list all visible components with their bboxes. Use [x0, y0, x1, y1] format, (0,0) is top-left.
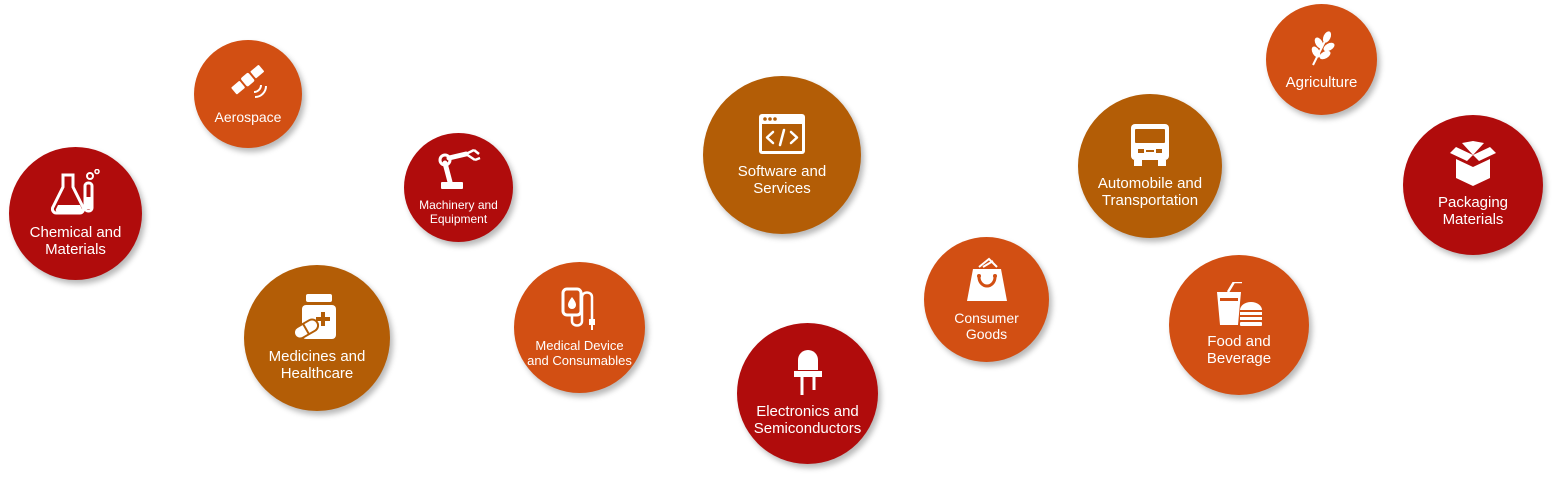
industry-label: Electronics and Semiconductors	[753, 402, 862, 437]
industry-label: Food and Beverage	[1206, 333, 1272, 367]
industry-food-and-beverage: Food and Beverage	[1169, 255, 1309, 395]
industry-electronics-and-semiconductors: Electronics and Semiconductors	[737, 323, 878, 464]
iv-bag-icon	[557, 287, 603, 336]
industry-label: Medical Device and Consumables	[527, 337, 632, 368]
industry-aerospace: Aerospace	[194, 40, 302, 148]
industry-label: Packaging Materials	[1437, 194, 1509, 228]
industry-automobile-and-transportation: Automobile and Transportation	[1078, 94, 1222, 238]
satellite-icon	[226, 62, 270, 107]
industry-chemical-and-materials: Chemical and Materials	[9, 147, 142, 280]
industry-label: Aerospace	[214, 109, 282, 126]
wheat-icon	[1305, 27, 1339, 72]
open-box-icon	[1448, 141, 1498, 192]
industry-label: Software and Services	[737, 163, 827, 197]
robot-arm-icon	[436, 148, 482, 196]
industry-label: Medicines and Healthcare	[268, 348, 366, 382]
industry-label: Machinery and Equipment	[419, 198, 498, 226]
industry-packaging-materials: Packaging Materials	[1403, 115, 1543, 255]
lab-flask-icon	[50, 168, 101, 222]
industry-label: Agriculture	[1285, 74, 1358, 92]
medicine-bottle-icon	[292, 293, 342, 346]
led-diode-icon	[790, 349, 826, 401]
industry-label: Chemical and Materials	[29, 223, 122, 258]
industry-medicines-and-healthcare: Medicines and Healthcare	[244, 265, 390, 411]
industry-label: Automobile and Transportation	[1097, 175, 1203, 209]
code-window-icon	[757, 112, 807, 161]
industry-machinery-and-equipment: Machinery and Equipment	[404, 133, 513, 242]
industry-agriculture: Agriculture	[1266, 4, 1377, 115]
industry-medical-device-and-consumables: Medical Device and Consumables	[514, 262, 645, 393]
drink-burger-icon	[1214, 280, 1264, 331]
industry-software-and-services: Software and Services	[703, 76, 861, 234]
truck-icon	[1127, 122, 1173, 173]
industry-consumer-goods: Consumer Goods	[924, 237, 1049, 362]
shopping-bag-icon	[965, 257, 1009, 308]
industry-label: Consumer Goods	[954, 309, 1019, 342]
